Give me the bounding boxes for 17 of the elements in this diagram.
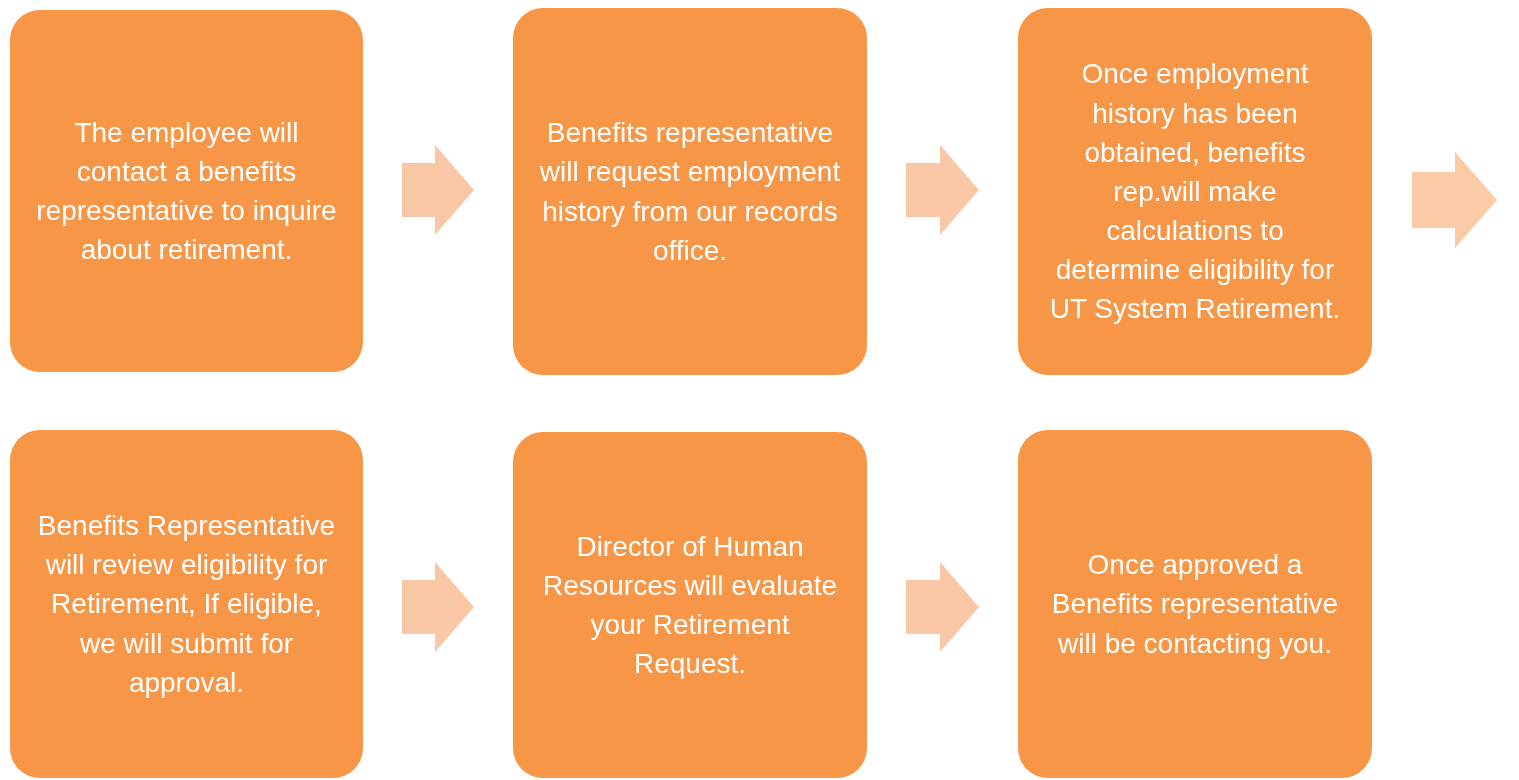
step-text: Benefits representative will request employment history from our records office. [539, 116, 841, 268]
process-box [10, 10, 363, 372]
step-text: Director of Human Resources will evaluate your Retirement Request. [541, 529, 839, 682]
process-box [513, 432, 867, 778]
process-box [1018, 430, 1372, 778]
process-box [1018, 8, 1372, 375]
block-arrow [906, 562, 979, 652]
block-arrow [402, 562, 474, 652]
block-arrow [906, 145, 979, 235]
process-box [513, 8, 867, 375]
step-text: Once approved a Benefits representative will be contacting you. [1050, 548, 1340, 661]
block-arrow [1412, 152, 1497, 248]
block-arrow [402, 145, 474, 235]
step-text: The employee will contact a benefits representative to inquire about retirement. [36, 115, 337, 268]
step-text: Benefits Representative will review eligibility for Retirement, If eligible, we will submit for approval. [36, 509, 337, 700]
step-text: Once employment history has been obtained, benefits rep.will make calculations to determine eligibility for UT System Retirement. [1048, 57, 1342, 327]
process-box [10, 430, 363, 778]
